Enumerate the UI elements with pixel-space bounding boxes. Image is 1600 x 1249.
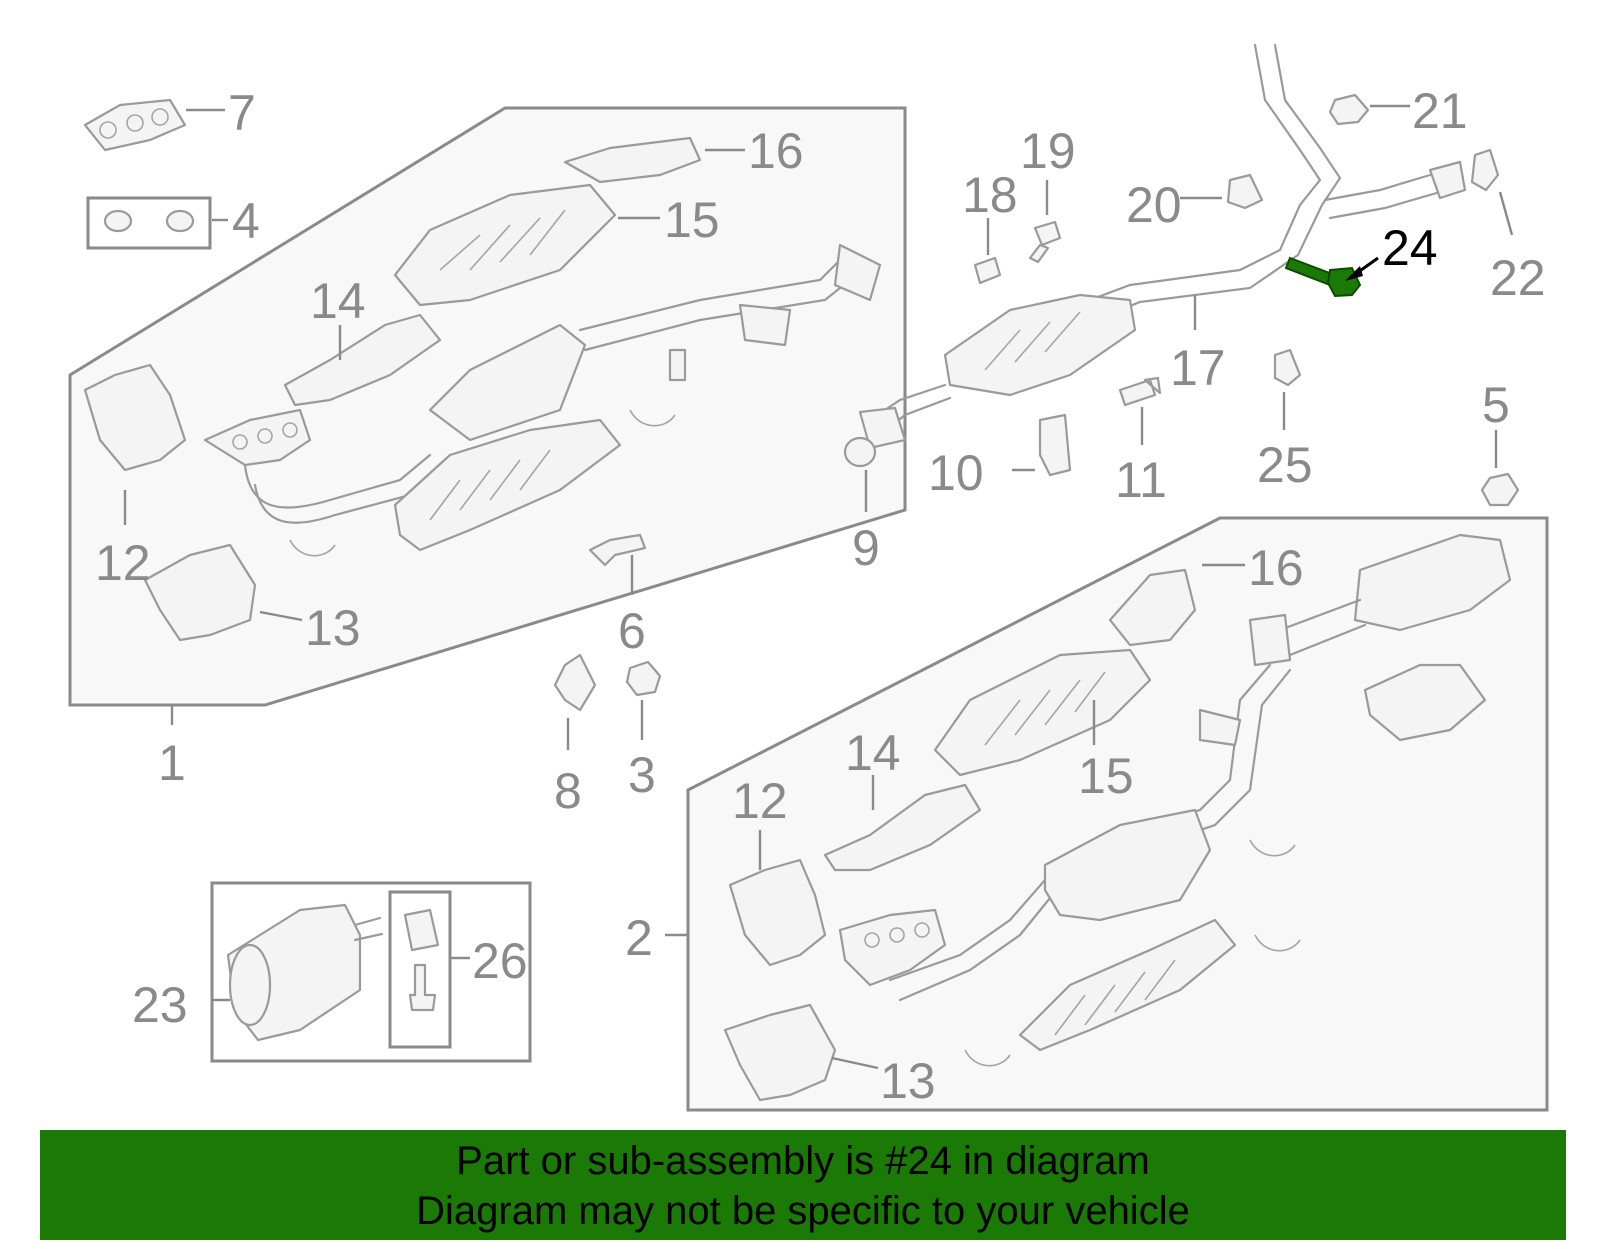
nut-3: [625, 660, 662, 697]
lower-heat-shield-1: [393, 418, 622, 552]
leader-lines: [123, 104, 1514, 1070]
exhaust-parts-diagram: 7 4 16 15 14 12 13 1 6 8 3 9 10 11 17 18…: [68, 43, 1549, 1112]
hanger-20: [1226, 173, 1264, 210]
exhaust-manifold-2: [838, 908, 947, 987]
banner-line-2: Diagram may not be specific to your vehi…: [416, 1189, 1190, 1233]
callout-2: 2: [625, 910, 653, 966]
callout-8: 8: [554, 763, 582, 819]
bracket-10: [1038, 413, 1072, 477]
gasket-22: [1470, 148, 1500, 192]
callout-14b: 14: [845, 725, 901, 781]
callout-7: 7: [228, 85, 256, 141]
heat-shield-16a: [563, 136, 702, 184]
bolt-26: [408, 963, 437, 1012]
box-4: [86, 196, 212, 250]
callout-1: 1: [158, 735, 186, 791]
callout-12b: 12: [732, 773, 788, 829]
callout-15b: 15: [1078, 748, 1134, 804]
heat-shield-16b: [1108, 568, 1197, 647]
hanger-25: [1273, 348, 1302, 387]
gasket-9: [843, 436, 877, 468]
bolt-6: [588, 533, 647, 567]
rear-heat-shield-2: [1363, 663, 1487, 742]
gasket-7: [83, 98, 187, 152]
callout-14a: 14: [310, 273, 366, 329]
callout-16b: 16: [1248, 540, 1304, 596]
callout-26: 26: [472, 933, 528, 989]
center-pipe-17: [858, 43, 1467, 450]
heat-shield-12b: [728, 858, 827, 967]
callout-16a: 16: [748, 123, 804, 179]
callout-4: 4: [232, 193, 260, 249]
heat-shield-15a: [393, 183, 617, 307]
insulator-26: [403, 908, 440, 952]
callout-9: 9: [852, 520, 880, 576]
nut-5: [1480, 472, 1520, 507]
front-pipe-2: [1353, 533, 1512, 632]
callout-15a: 15: [664, 192, 720, 248]
callout-3: 3: [628, 747, 656, 803]
lower-heat-shield-2: [1018, 918, 1237, 1052]
muffler-box: [210, 881, 532, 1063]
heat-shield-14a: [283, 313, 442, 407]
callout-5: 5: [1482, 377, 1510, 433]
heat-shield-12a: [83, 363, 187, 472]
gasket-8: [553, 653, 597, 712]
callout-13a: 13: [305, 600, 361, 656]
callout-12a: 12: [95, 535, 151, 591]
info-banner: Part or sub-assembly is #24 in diagram D…: [40, 1130, 1566, 1240]
callout-19: 19: [1020, 123, 1076, 179]
callout-20: 20: [1126, 177, 1182, 233]
callout-17: 17: [1170, 340, 1226, 396]
assembly-2-parts: [723, 533, 1512, 1102]
small-parts: [83, 93, 1520, 712]
callout-13b: 13: [880, 1053, 936, 1109]
callout-18: 18: [962, 167, 1018, 223]
heat-shield-13b: [723, 1003, 837, 1102]
catalytic-converter-1: [428, 323, 587, 442]
callout-22: 22: [1490, 250, 1546, 306]
resonator-17: [943, 293, 1137, 397]
callout-21: 21: [1412, 83, 1468, 139]
callout-10: 10: [928, 445, 984, 501]
heat-shield-14b: [823, 783, 982, 872]
part-18: [973, 256, 1002, 285]
callout-numbers: 7 4 16 15 14 12 13 1 6 8 3 9 10 11 17 18…: [95, 83, 1546, 1109]
bolt-24-highlighted: [1284, 256, 1362, 298]
callout-25: 25: [1257, 437, 1313, 493]
callout-6: 6: [618, 603, 646, 659]
nut-21: [1328, 93, 1370, 126]
callout-23: 23: [132, 977, 188, 1033]
callout-11: 11: [1115, 452, 1167, 508]
callout-24: 24: [1382, 220, 1438, 276]
assembly-1-parts: [83, 136, 882, 642]
heat-shield-13a: [143, 543, 257, 642]
heat-shield-15b: [933, 648, 1152, 777]
bolt-19: [1028, 220, 1062, 264]
bolt-11: [1118, 376, 1162, 407]
banner-line-1: Part or sub-assembly is #24 in diagram: [456, 1139, 1150, 1183]
